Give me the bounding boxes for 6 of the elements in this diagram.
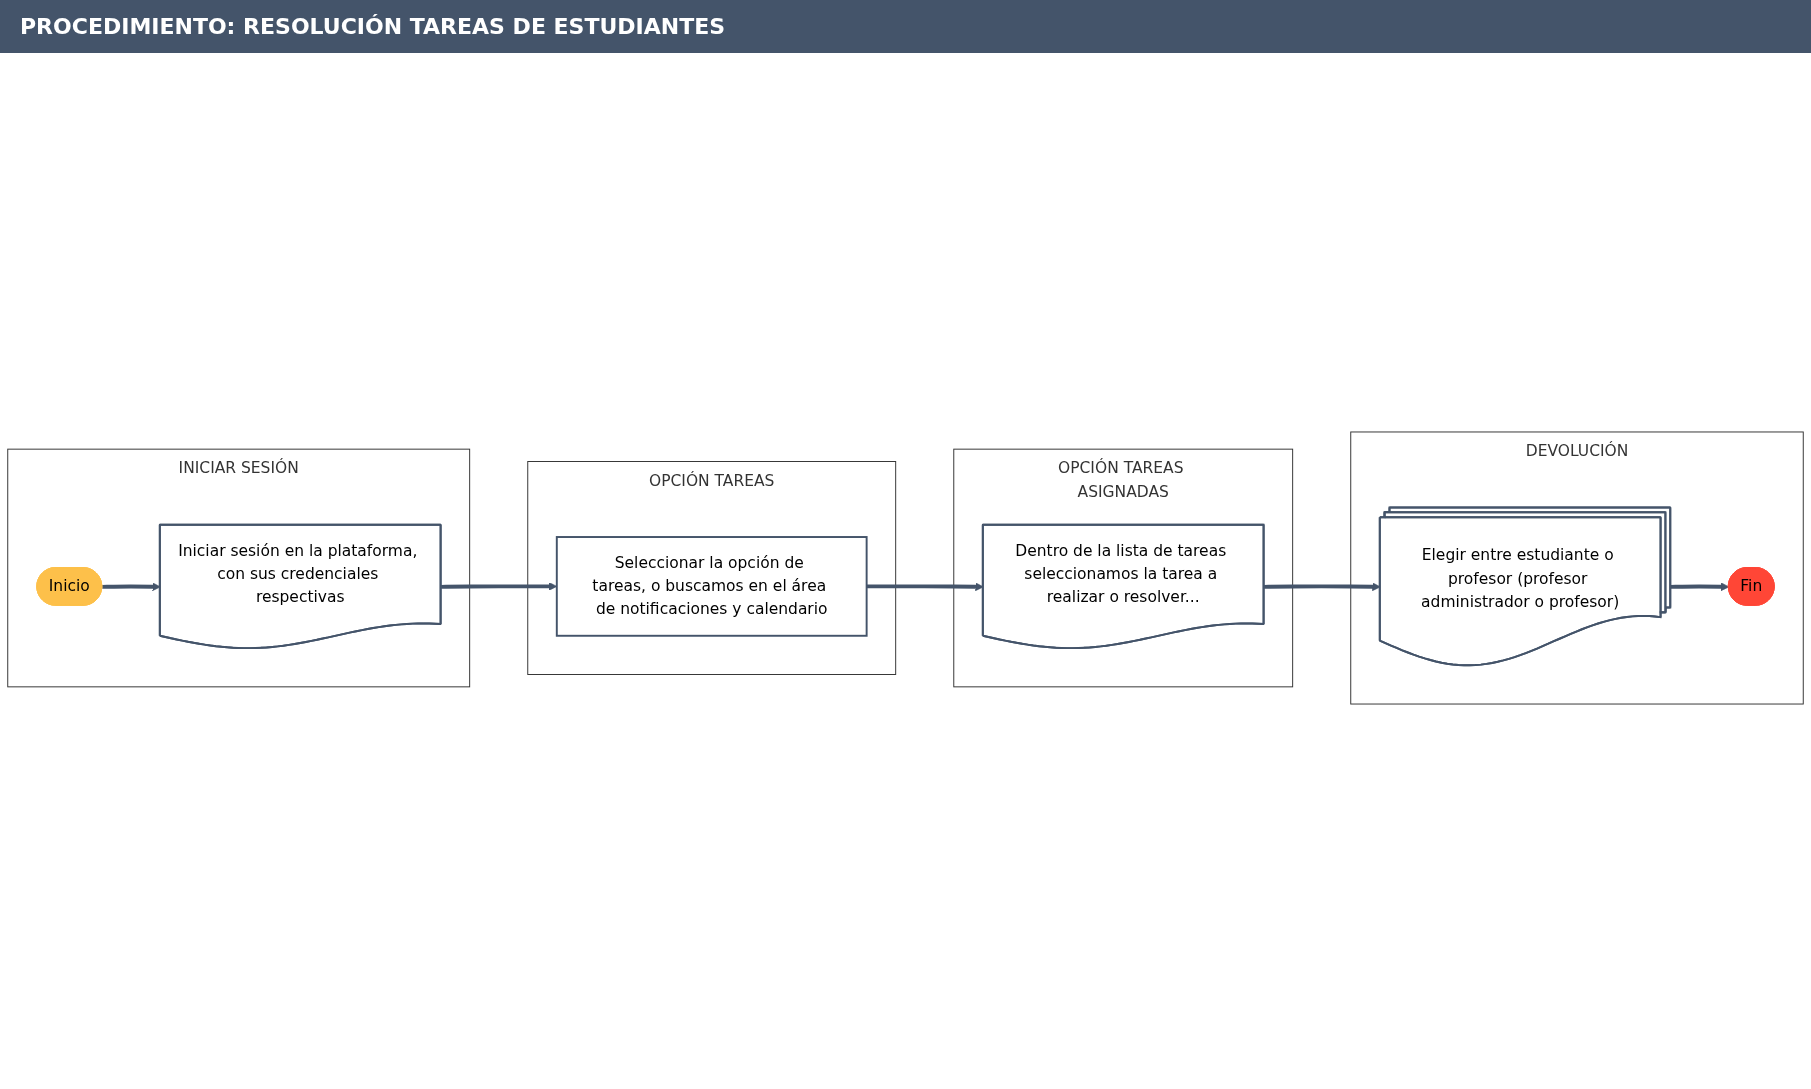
arrow [1264,582,1381,591]
title-banner: PROCEDIMIENTO: RESOLUCIÓN TAREAS DE ESTUDIANTES [0,0,1811,53]
arrow [1670,582,1730,591]
node-box: Seleccionar la opción de tareas, o buscamos en el área de notificaciones y calendario [555,536,868,637]
arrow [866,582,984,591]
arrow [102,582,161,591]
